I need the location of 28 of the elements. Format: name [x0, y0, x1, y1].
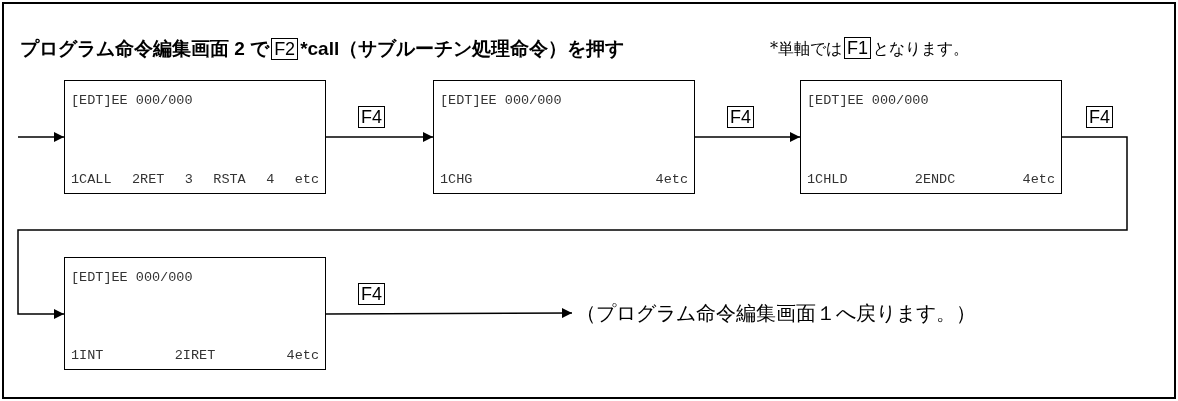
screen-header: [EDT]EE 000/000 — [71, 270, 194, 285]
key-label: F1 — [844, 37, 871, 59]
display-screen — [64, 80, 326, 194]
arrow — [17, 132, 65, 142]
arrow — [325, 132, 434, 142]
menu-line: 1CHLD 2ENDC 4etc — [807, 172, 1055, 187]
key-label: F4 — [358, 283, 385, 305]
note-text: （プログラム命令編集画面１へ戻ります。） — [576, 300, 976, 326]
key-label: F4 — [727, 106, 754, 128]
display-screen — [800, 80, 1062, 194]
heading-text: *call（サブルーチン処理命令）を押す — [300, 38, 625, 59]
menu-line: 1CALL 2RET 3 RSTA 4 etc — [71, 172, 319, 187]
screen-header: [EDT]EE 000/000 — [440, 93, 563, 108]
key-label: F2 — [271, 38, 299, 60]
heading-text: プログラム命令編集画面 2 で — [20, 38, 270, 59]
key-label: F4 — [358, 106, 385, 128]
footnote-text: となります。 — [873, 39, 969, 58]
display-screen — [64, 257, 326, 370]
arrow — [325, 308, 573, 319]
screen-header: [EDT]EE 000/000 — [71, 93, 194, 108]
arrow — [694, 132, 801, 142]
display-screen — [433, 80, 695, 194]
arrow — [17, 136, 1128, 319]
menu-line: 1CHG 4etc — [440, 172, 688, 187]
menu-line: 1INT 2IRET 4etc — [71, 348, 319, 363]
key-label: F4 — [1086, 106, 1113, 128]
footnote-text: *単軸では — [770, 39, 842, 58]
screen-header: [EDT]EE 000/000 — [807, 93, 930, 108]
